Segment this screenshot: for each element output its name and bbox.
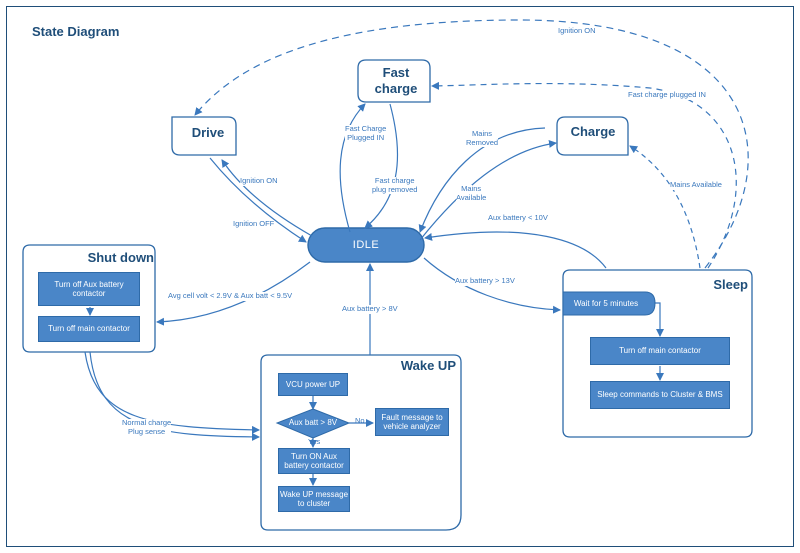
mains-available-dashed-arrow — [629, 145, 701, 269]
fast-charge-state — [357, 59, 431, 103]
aux-above-13v-arrow — [423, 257, 561, 314]
wakeup-aux-on-step: Turn ON Aux battery contactor — [278, 448, 350, 474]
wakeup-yes-label: Yes — [308, 437, 321, 446]
aux-below-10v-arrow — [424, 231, 607, 269]
ignition-on-top-label: Ignition ON — [558, 26, 596, 36]
shut-down-title: Shut down — [87, 250, 154, 265]
fast-charge-plug-removed-label: Fast charge plug removed — [372, 176, 418, 195]
aux-battery-gt-13v-label: Aux battery > 13V — [455, 276, 515, 286]
shutdown-step-1: Turn off Aux battery contactor — [38, 272, 140, 306]
ignition-on-label: Ignition ON — [240, 176, 278, 186]
wakeup-decision-shape — [275, 408, 351, 439]
mains-removed-label: Mains Removed — [466, 129, 499, 148]
sleep-wait-shape — [562, 291, 656, 316]
fast-charge-plugged-in-idle-label: Fast Charge Plugged IN — [345, 124, 387, 143]
shutdown-step-2: Turn off main contactor — [38, 316, 140, 342]
avg-cell-volt-label: Avg cell volt < 2.9V & Aux batt < 9.5V — [168, 291, 293, 301]
sleep-step-2: Turn off main contactor — [590, 337, 730, 365]
ignition-on-dashed-arrow — [194, 19, 749, 269]
wakeup-no-label: No — [355, 416, 365, 425]
mains-available-idle-label: Mains Available — [456, 184, 487, 203]
charge-to-idle-arrow — [418, 127, 546, 233]
idle-to-fast-charge-arrow — [364, 103, 399, 229]
aux-battery-gt-8v-label: Aux battery > 8V — [342, 304, 398, 314]
drive-title: Drive — [191, 125, 225, 140]
fast-charge-title: Fast charge — [374, 65, 418, 96]
shutdown-to-wakeup-arrow-2 — [89, 351, 260, 441]
diagram-frame — [6, 6, 794, 547]
wakeup-vcu-step: VCU power UP — [278, 373, 348, 396]
idle-to-charge-arrow — [419, 139, 557, 241]
aux-battery-lt-10v-label: Aux battery < 10V — [488, 213, 548, 223]
sleep-title: Sleep — [713, 277, 748, 292]
diagram-title: State Diagram — [32, 24, 120, 39]
ignition-off-label: Ignition OFF — [233, 219, 275, 229]
charge-title: Charge — [570, 124, 616, 139]
fast-charge-plugged-in-label: Fast charge plugged IN — [628, 90, 706, 100]
wakeup-fault-step: Fault message to vehicle analyzer — [375, 408, 449, 436]
charge-state — [556, 116, 629, 156]
idle-title: IDLE — [352, 239, 380, 251]
shutdown-to-wakeup-arrow-1 — [84, 351, 260, 434]
wakeup-decision: Aux batt > 8V — [288, 418, 338, 428]
fast-charge-plugged-dashed-arrow — [431, 81, 737, 269]
wakeup-message-step: Wake UP message to cluster — [278, 486, 350, 512]
idle-ignition-on-arrow — [221, 159, 313, 237]
sleep-step-1: Wait for 5 minutes — [573, 298, 639, 308]
fast-charge-to-idle-arrow — [339, 103, 366, 233]
normal-charge-label: Normal charge Plug sense — [122, 418, 172, 437]
drive-ignition-off-arrow — [209, 157, 307, 243]
mains-available-sleep-label: Mains Available — [670, 180, 722, 190]
idle-to-shutdown-arrow — [156, 261, 311, 326]
drive-state — [171, 116, 237, 156]
sleep-step-3: Sleep commands to Cluster & BMS — [590, 381, 730, 409]
wake-up-title: Wake UP — [400, 358, 456, 373]
